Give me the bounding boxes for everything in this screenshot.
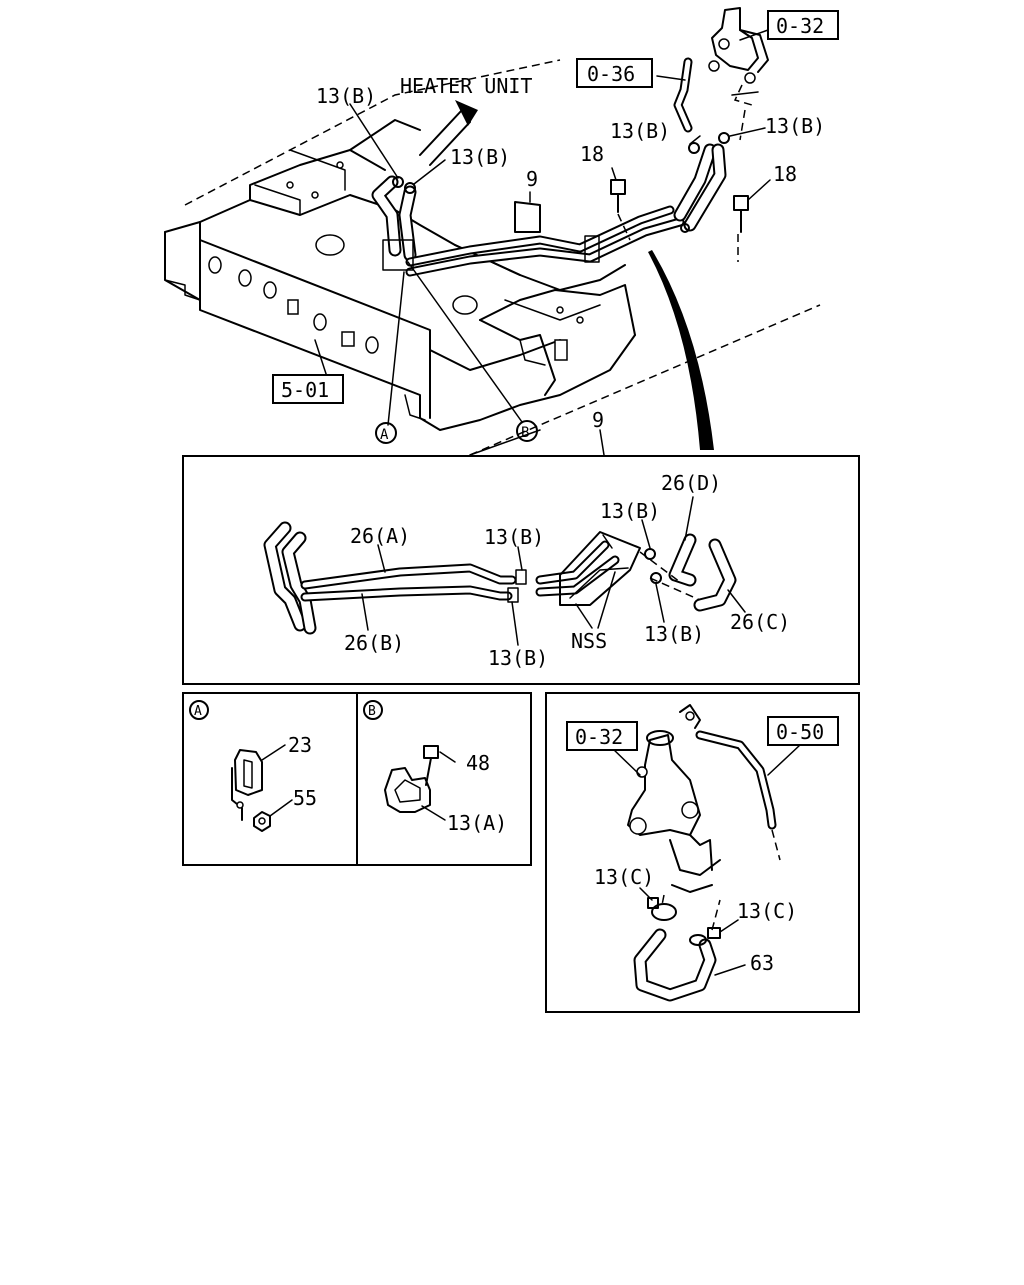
hose-26c-label: 26(C) [730,610,790,634]
pipe-9-label-mid: 9 [592,408,604,432]
clip-13b-label-right-top: 13(B) [600,499,660,523]
thermostat-housing-top [673,7,769,141]
detail-a-marker: A [194,704,202,719]
clip-13b-label-bottom: 13(B) [488,646,548,670]
detail-b-panel [356,692,532,866]
ref-box-0-32-detail [566,721,638,751]
top-fasteners [392,132,749,262]
marker-b-label: B [521,425,529,441]
detail-b-marker-circle [363,700,383,720]
hose-26a-label: 26(A) [350,524,410,548]
pipe-detail-labels: 26(A) 26(B) 26(C) 26(D) 13(B) 13(B) 13(B… [344,471,790,670]
detail-a-marker-circle [189,700,209,720]
clip-13b-label-top: 13(B) [484,525,544,549]
hose-26b-label: 26(B) [344,631,404,655]
part-23-label: 23 [288,733,312,757]
clip-13b-label-2: 13(B) [450,145,510,169]
ref-0-50: 0-50 [776,720,824,744]
marker-a-label: A [380,427,389,443]
pipe-9-label-top: 9 [526,167,538,191]
ref-0-32-top: 0-32 [776,14,824,38]
top-callouts: HEATER UNIT 0-32 0-36 5-01 13(B) 13(B) 1… [272,10,839,444]
detail-b-marker: B [368,704,376,719]
heater-pipe-assembly [371,143,727,277]
clip-13b-label-3: 13(B) [610,119,670,143]
ref-box-0-36 [576,58,653,88]
top-leaders [314,29,771,456]
ref-box-0-50 [767,716,839,746]
ref-0-32-detail: 0-32 [575,725,623,749]
ref-box-0-32-top [767,10,839,40]
heater-unit-label: HEATER UNIT [400,74,532,98]
clip-13c-label-left: 13(C) [594,865,654,889]
part-48-label: 48 [466,751,490,775]
hose-26d-label: 26(D) [661,471,721,495]
outlet-detail-panel [545,692,860,1013]
clip-13b-label-1: 13(B) [316,84,376,108]
outlet-detail-labels: 0-32 0-50 13(C) 13(C) 63 [566,716,839,975]
ref-box-5-01 [272,374,344,404]
pipe-detail-drawing [263,496,746,646]
clip-13c-label-right: 13(C) [737,899,797,923]
hose-63-label: 63 [750,951,774,975]
ref-5-01: 5-01 [281,378,329,402]
bolt-18-label-left: 18 [580,142,604,166]
nss-label: NSS [571,629,607,653]
clip-13b-label-4: 13(B) [765,114,825,138]
detail-a-panel [182,692,358,866]
detail-b: B 48 13(A) [363,700,507,835]
part-13a-label: 13(A) [447,811,507,835]
bolt-18-label-right: 18 [773,162,797,186]
outlet-detail-drawing [611,704,801,1002]
frame-crossmember [164,59,821,456]
ref-0-36: 0-36 [587,62,635,86]
clip-13b-label-right-bottom: 13(B) [644,622,704,646]
detail-a: A 23 55 [189,700,317,832]
marker-a-circle [375,422,397,444]
part-55-label: 55 [293,786,317,810]
marker-b-circle [516,420,538,442]
pipe-detail-panel [182,455,860,685]
